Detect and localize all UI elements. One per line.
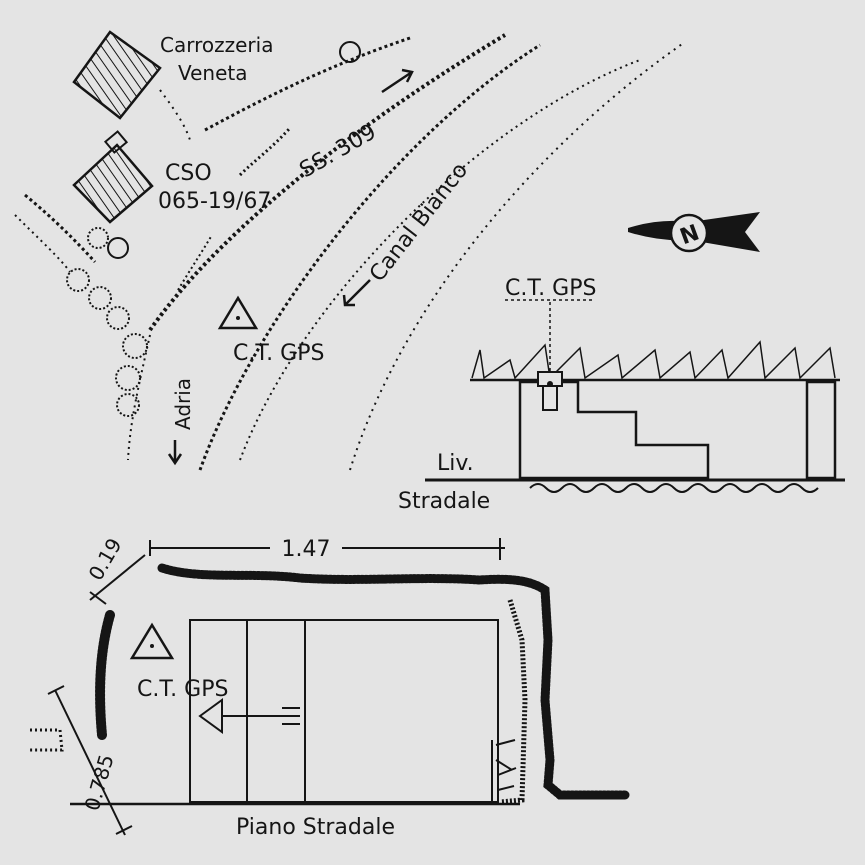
building-cso xyxy=(72,143,154,224)
building-annex xyxy=(103,130,129,154)
plan-station-label: C.T. GPS xyxy=(137,677,228,702)
offset-value: 0.19 xyxy=(84,534,127,585)
concrete-pillar xyxy=(805,380,837,480)
tree-icon xyxy=(107,237,129,259)
road-ss309-edge xyxy=(238,126,292,177)
hedge-outline xyxy=(499,599,528,805)
tree-icon xyxy=(116,393,140,417)
level-label-line2: Stradale xyxy=(398,489,490,514)
location-map: Carrozzeria Veneta CSO 065-19/67 SS. 309… xyxy=(14,30,686,471)
hedge-outline xyxy=(157,563,630,800)
tree-icon xyxy=(66,268,90,292)
fence-detail xyxy=(495,739,517,791)
road-adria-edge xyxy=(127,334,151,461)
road-ss309-edge xyxy=(204,36,411,132)
cso-label-line2: 065-19/67 xyxy=(158,189,271,214)
level-label-line1: Liv. xyxy=(437,451,474,476)
tree-icon xyxy=(339,41,361,63)
road-ss309-edge xyxy=(148,33,507,332)
direction-arrow-adria xyxy=(167,440,183,466)
tree-icon xyxy=(115,365,141,391)
road-label: SS. 309 xyxy=(296,120,381,184)
plan-view: 1.47 0.19 0.785 xyxy=(30,534,630,840)
height-dimension: 0.785 xyxy=(47,685,133,836)
ground-level-label: Piano Stradale xyxy=(236,815,395,840)
width-value: 1.47 xyxy=(282,537,331,562)
building-name-line2: Veneta xyxy=(178,61,248,85)
width-dimension: 1.47 xyxy=(149,534,505,562)
cso-label-line1: CSO xyxy=(165,161,212,186)
hedge-line xyxy=(24,193,97,264)
north-arrow: N xyxy=(628,212,760,253)
map-station-label: C.T. GPS xyxy=(233,341,324,366)
hedge-line xyxy=(14,214,71,273)
section-station-label: C.T. GPS xyxy=(505,276,596,301)
gps-station-marker xyxy=(129,622,175,660)
tree-icon xyxy=(122,333,148,359)
direction-label-adria: Adria xyxy=(171,378,195,430)
plan-slab xyxy=(189,619,499,803)
canal-label: Canal Bianco xyxy=(365,158,473,287)
offset-dimension: 0.19 xyxy=(84,534,146,605)
concrete-block xyxy=(518,380,710,480)
hedge-line xyxy=(159,89,191,141)
canal-bank xyxy=(239,59,641,461)
road-ss309-edge xyxy=(177,234,213,291)
cross-section: C.T. GPS Liv. Stradale xyxy=(398,276,845,514)
building-carrozzeria-veneta xyxy=(72,30,162,120)
grass-surface xyxy=(471,340,836,380)
direction-arrow-ss309 xyxy=(381,68,414,94)
tree-icon xyxy=(87,227,109,249)
tree-icon xyxy=(106,306,130,330)
hedge-outline xyxy=(95,610,115,740)
building-name-line1: Carrozzeria xyxy=(160,33,273,57)
canal-bank xyxy=(349,41,686,471)
hedge-outline xyxy=(30,728,64,752)
benchmark-icon xyxy=(537,371,563,411)
tree-icon xyxy=(88,286,112,310)
gravel-layer xyxy=(529,483,819,493)
pointer-arrow-icon xyxy=(198,698,300,734)
canal-bank xyxy=(198,43,541,471)
gps-station-marker xyxy=(217,295,259,330)
direction-arrow-canal xyxy=(342,279,371,307)
north-circle-icon xyxy=(669,213,709,253)
